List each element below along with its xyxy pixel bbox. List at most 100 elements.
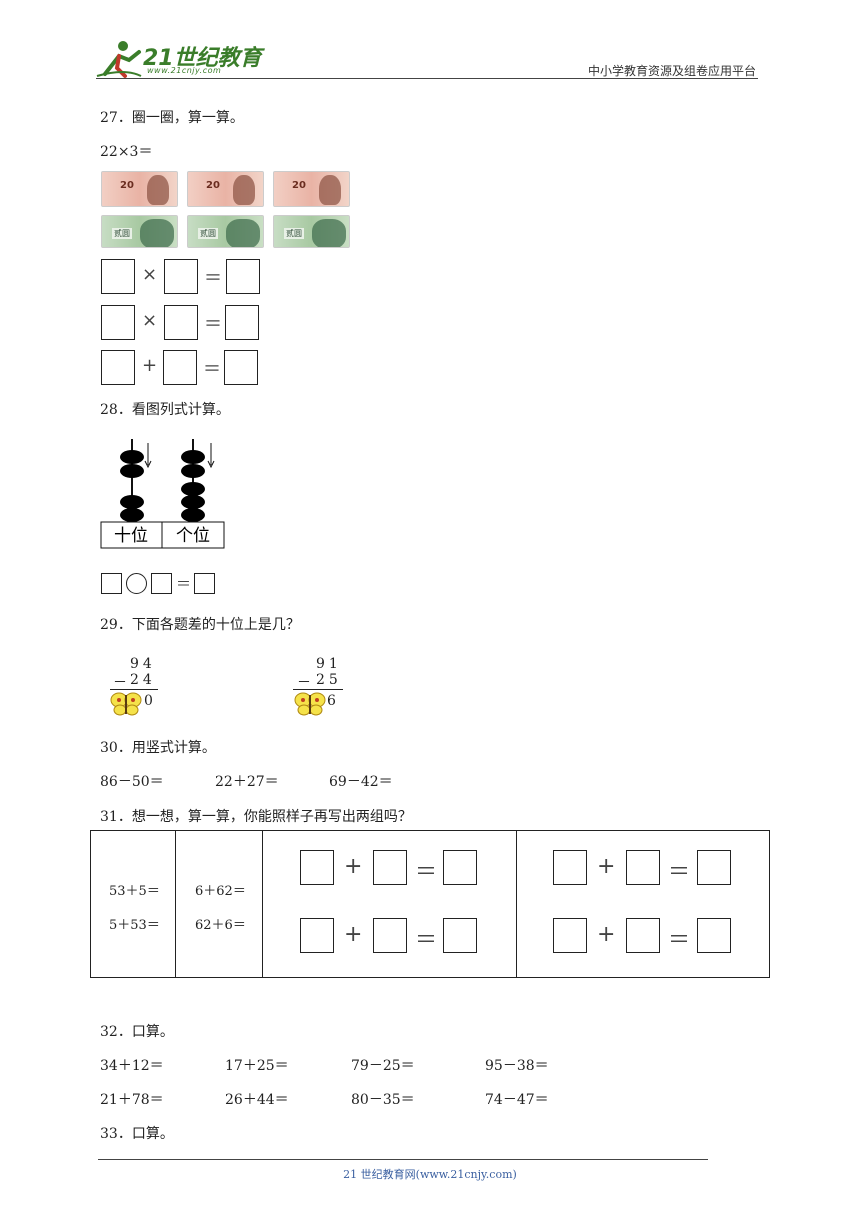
answer-box[interactable]	[300, 850, 334, 885]
answer-box[interactable]	[697, 850, 731, 885]
logo-url: www.21cnjy.com	[147, 66, 222, 75]
q33-title: 33．口算。	[100, 1126, 174, 1142]
calc-item: 95－38＝	[485, 1058, 549, 1074]
abacus-bead	[181, 464, 205, 478]
answer-box[interactable]	[226, 259, 260, 294]
green-banknote: 贰圆	[273, 215, 350, 248]
platform-name: 中小学教育资源及组卷应用平台	[587, 64, 756, 78]
minuend: 94	[130, 656, 156, 672]
answer-box[interactable]	[373, 850, 407, 885]
portrait-icon	[312, 219, 346, 247]
red-banknote: 20	[187, 171, 264, 207]
header-divider	[96, 78, 758, 79]
tens-beads	[120, 450, 144, 522]
banknote-label: 贰圆	[112, 228, 132, 239]
answer-box[interactable]	[194, 573, 215, 594]
footer-text: 21 世纪教育网(www.21cnjy.com)	[343, 1168, 517, 1181]
q32-title: 32．口算。	[100, 1024, 174, 1040]
sum-line	[110, 689, 158, 690]
q28-title: 28．看图列式计算。	[100, 402, 230, 418]
answer-box[interactable]	[163, 350, 197, 385]
minus-sign: －	[297, 675, 311, 691]
banknote-value: 20	[120, 180, 134, 191]
equals-sign: ＝	[203, 359, 221, 380]
answer-box[interactable]	[300, 918, 334, 953]
subtrahend: 24	[130, 672, 156, 688]
portrait-icon	[226, 219, 260, 247]
q29-title: 29．下面各题差的十位上是几？	[100, 617, 300, 633]
answer-box[interactable]	[443, 850, 477, 885]
answer-box[interactable]	[164, 305, 198, 340]
answer-box[interactable]	[626, 918, 660, 953]
ones-result: 6	[327, 693, 336, 709]
example-expr: 53＋5＝	[109, 884, 160, 899]
banknote-label: 贰圆	[284, 228, 304, 239]
portrait-icon	[140, 219, 174, 247]
answer-box[interactable]	[224, 350, 258, 385]
minuend: 91	[316, 656, 342, 672]
operator: +	[142, 355, 158, 376]
plus-sign: +	[344, 922, 363, 947]
subtrahend: 25	[316, 672, 342, 688]
banknote-value: 20	[206, 180, 220, 191]
answer-box[interactable]	[553, 918, 587, 953]
operator: ×	[142, 310, 158, 331]
portrait-icon	[319, 175, 341, 205]
portrait-icon	[233, 175, 255, 205]
answer-box[interactable]	[101, 573, 122, 594]
equals-sign: ＝	[176, 575, 192, 593]
banknote-label: 贰圆	[198, 228, 218, 239]
abacus-bead	[181, 495, 205, 509]
answer-box[interactable]	[626, 850, 660, 885]
tens-label: 十位	[114, 526, 148, 546]
abacus-bead	[181, 482, 205, 496]
minus-sign: －	[113, 675, 127, 691]
calc-item: 22＋27＝	[215, 774, 279, 790]
example-expr: 6＋62＝	[195, 884, 246, 899]
banknote-value: 20	[292, 180, 306, 191]
blank-group-cell-1: + ＝ + ＝	[262, 830, 517, 978]
q27-expression: 22×3＝	[100, 144, 153, 160]
answer-box[interactable]	[101, 305, 135, 340]
ones-beads	[181, 450, 205, 522]
example-cell-1: 53＋5＝ 5＋53＝	[90, 830, 176, 978]
abacus-bead	[120, 464, 144, 478]
arrow-down-icon	[144, 460, 152, 469]
equals-sign: ＝	[204, 268, 222, 289]
red-banknote: 20	[101, 171, 178, 207]
answer-box[interactable]	[101, 350, 135, 385]
q27-title: 27．圈一圈，算一算。	[100, 110, 244, 126]
green-banknote: 贰圆	[187, 215, 264, 248]
answer-box[interactable]	[151, 573, 172, 594]
equals-sign: ＝	[668, 860, 691, 885]
equals-sign: ＝	[415, 860, 438, 885]
abacus-bead	[120, 495, 144, 509]
operator-circle[interactable]	[126, 573, 147, 594]
calc-item: 80－35＝	[351, 1092, 415, 1108]
abacus-bead	[120, 508, 144, 522]
calc-item: 74－47＝	[485, 1092, 549, 1108]
arrow-down-icon	[207, 460, 215, 469]
answer-box[interactable]	[553, 850, 587, 885]
q30-title: 30．用竖式计算。	[100, 740, 216, 756]
answer-box[interactable]	[373, 918, 407, 953]
q31-table: 53＋5＝ 5＋53＝ 6＋62＝ 62＋6＝ + ＝ + ＝ + ＝ +	[90, 830, 770, 978]
answer-box[interactable]	[164, 259, 198, 294]
abacus-diagram: 十位 个位	[100, 439, 225, 549]
answer-box[interactable]	[225, 305, 259, 340]
answer-box[interactable]	[697, 918, 731, 953]
plus-sign: +	[597, 854, 616, 879]
abacus-bead	[120, 450, 144, 464]
portrait-icon	[147, 175, 169, 205]
calc-item: 26＋44＝	[225, 1092, 289, 1108]
equals-sign: ＝	[415, 928, 438, 953]
calc-item: 34＋12＝	[100, 1058, 164, 1074]
answer-box[interactable]	[443, 918, 477, 953]
example-expr: 5＋53＝	[109, 918, 160, 933]
abacus-bead	[181, 508, 205, 522]
equals-sign: ＝	[668, 928, 691, 953]
ones-result: 0	[144, 693, 153, 709]
calc-item: 69－42＝	[329, 774, 393, 790]
answer-box[interactable]	[101, 259, 135, 294]
operator: ×	[142, 264, 158, 285]
